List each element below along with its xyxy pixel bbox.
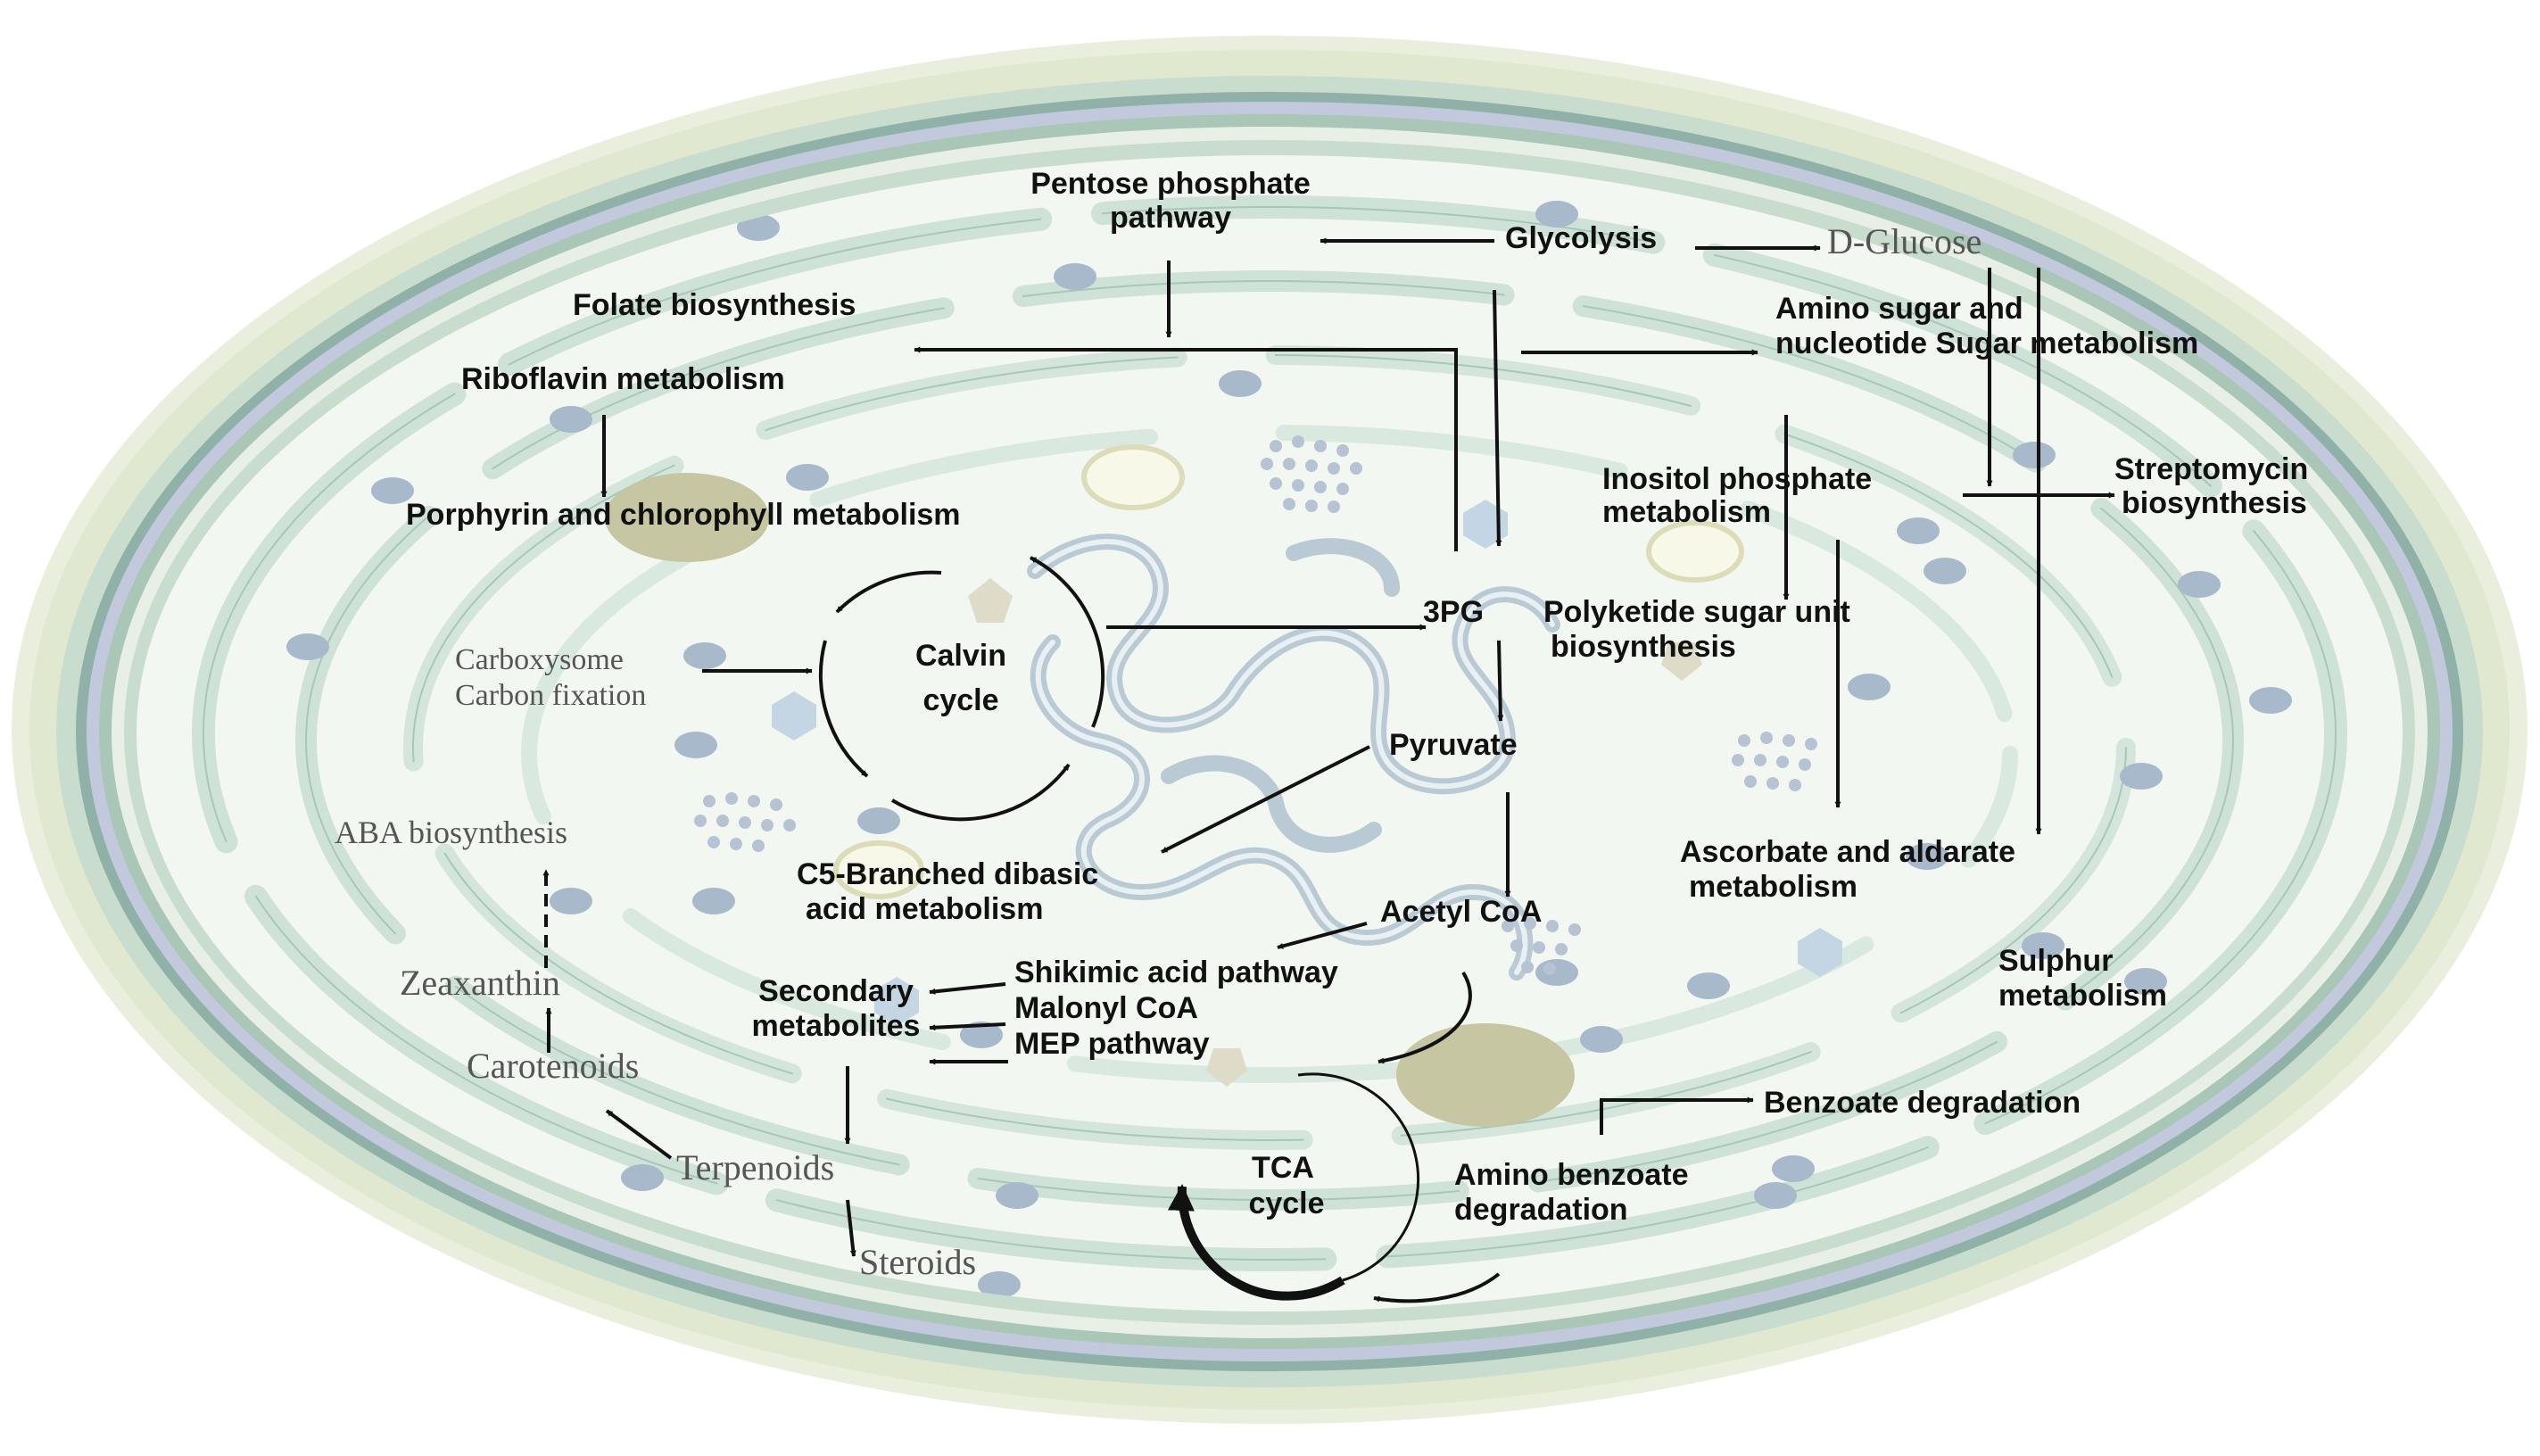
arrow-shikimic-to-secondary — [929, 982, 1006, 995]
thylakoid-membranes — [192, 195, 2347, 1271]
arrow-terpenoids-to-steroids — [846, 1199, 856, 1257]
label-ascorbate-line2: metabolism — [1689, 870, 1857, 904]
label-polyketide-line2: biosynthesis — [1551, 630, 1736, 664]
label-streptomycin-line1: Streptomycin — [2114, 452, 2308, 486]
label-riboflavin: Riboflavin metabolism — [461, 362, 785, 396]
label-porphyrin: Porphyrin and chlorophyll metabolism — [406, 498, 961, 532]
label-zeaxanthin: Zeaxanthin — [400, 963, 560, 1003]
label-folate: Folate biosynthesis — [573, 288, 856, 322]
label-benzoate: Benzoate degradation — [1764, 1086, 2081, 1120]
label-tca-line1: TCA — [1252, 1151, 1314, 1185]
label-aba: ABA biosynthesis — [335, 815, 567, 850]
label-sulphur-line2: metabolism — [1998, 979, 2167, 1013]
dot-clusters — [694, 435, 1817, 975]
arrow-to-folate — [914, 346, 1458, 551]
label-secondary-line1: Secondary — [758, 974, 914, 1008]
label-calvin-line1: Calvin — [915, 639, 1006, 673]
label-amino-sugar-line2: nucleotide Sugar metabolism — [1775, 327, 2198, 360]
label-inositol-line2: metabolism — [1602, 495, 1771, 529]
arrow-malonyl-to-secondary — [929, 1022, 1006, 1031]
label-inositol-line1: Inositol phosphate — [1602, 462, 1872, 496]
label-acetyl-coa: Acetyl CoA — [1380, 895, 1542, 929]
arrow-pyruvate-to-c5 — [1161, 745, 1370, 854]
tca-cycle-ring — [1167, 1072, 1420, 1301]
label-mep: MEP pathway — [1014, 1027, 1210, 1061]
arrow-to-benzoate — [1600, 1096, 1754, 1135]
label-ascorbate-line1: Ascorbate and aldarate — [1680, 835, 2015, 869]
label-c5-line2: acid metabolism — [806, 892, 1043, 926]
label-carboxysome-line1: Carboxysome — [455, 643, 624, 676]
arrow-terpenoids-to-carotenoids — [605, 1109, 673, 1160]
label-3pg: 3PG — [1423, 595, 1484, 629]
granules — [286, 201, 2292, 1298]
label-calvin-line2: cycle — [923, 683, 998, 717]
label-amino-benzoate-line1: Amino benzoate — [1454, 1158, 1689, 1192]
arrow-3pg-to-pyruvate — [1497, 640, 1504, 722]
label-glycolysis: Glycolysis — [1505, 221, 1657, 255]
arrow-glycolysis-down — [1493, 289, 1502, 547]
label-steroids: Steroids — [859, 1242, 976, 1282]
label-pentose-line2: pathway — [1110, 201, 1231, 235]
arrow-acetyl-to-shikimic — [1277, 922, 1368, 949]
pathway-labels: Pentose phosphate pathway Glycolysis D-G… — [335, 167, 2308, 1282]
label-shikimic: Shikimic acid pathway — [1014, 956, 1338, 989]
label-pentose-line1: Pentose phosphate — [1030, 167, 1311, 201]
calvin-cycle-ring — [818, 556, 1105, 822]
label-sulphur-line1: Sulphur — [1998, 944, 2113, 978]
label-terpenoids: Terpenoids — [676, 1147, 834, 1187]
label-carotenoids: Carotenoids — [467, 1046, 639, 1086]
arrow-amino-benzoate-to-tca — [1373, 1272, 1501, 1303]
label-malonyl: Malonyl CoA — [1014, 991, 1198, 1025]
label-carboxysome-line2: Carbon fixation — [455, 679, 646, 712]
label-c5-line1: C5-Branched dibasic — [797, 857, 1098, 891]
arrow-acetyl-to-tca — [1378, 971, 1472, 1064]
label-polyketide-line1: Polyketide sugar unit — [1543, 595, 1850, 629]
label-pyruvate: Pyruvate — [1389, 728, 1518, 762]
label-amino-benzoate-line2: degradation — [1454, 1193, 1628, 1227]
label-d-glucose: D-Glucose — [1827, 221, 1982, 261]
storage-bodies — [605, 444, 1744, 1127]
label-streptomycin-line2: biosynthesis — [2122, 486, 2307, 520]
label-tca-line2: cycle — [1248, 1187, 1324, 1220]
label-secondary-line2: metabolites — [752, 1009, 921, 1043]
label-amino-sugar-line1: Amino sugar and — [1775, 292, 2023, 326]
pathway-arrows — [542, 237, 2115, 1303]
